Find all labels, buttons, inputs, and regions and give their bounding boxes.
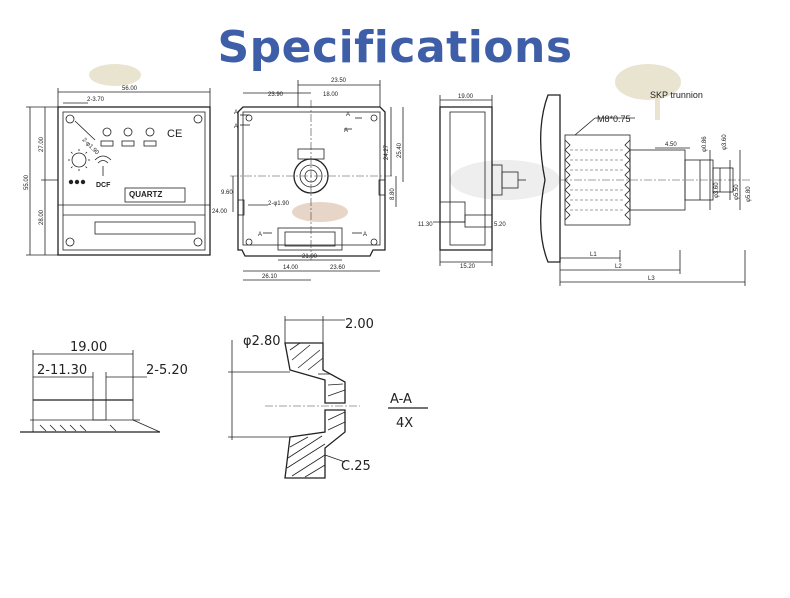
dim-label: 23.90 [268, 92, 284, 98]
section-mark: A [258, 232, 262, 238]
dim-label: 4.50 [665, 142, 677, 148]
dim-label: C.25 [341, 459, 371, 474]
shaft-view-dims: M8*0.75 SKP trunnion 4.50 φ0.86 φ3.60 φ3… [590, 90, 752, 282]
dim-label: 2-11.30 [37, 363, 87, 378]
shaft-view [540, 94, 750, 286]
dim-label: 14.00 [283, 265, 299, 271]
dim-label: 2.00 [345, 317, 374, 332]
dim-label: 2-φ1.90 [81, 137, 100, 156]
detail-section-view [228, 316, 428, 479]
back-view-dims: 23.50 23.90 18.00 24.27 25.40 9.60 24.00… [212, 78, 403, 280]
dim-label: 25.40 [397, 142, 403, 158]
dim-label: 15.20 [460, 264, 476, 270]
dim-label: 23.60 [330, 265, 346, 271]
dim-label: 11.30 [418, 222, 433, 228]
section-label: A-A [390, 392, 412, 407]
side-view-dims: 19.00 11.30 5.20 15.20 [418, 94, 506, 270]
detail-left-dims: 19.00 2-11.30 2-5.20 [37, 340, 188, 378]
section-mark: A [363, 232, 367, 238]
watermark-decoration [89, 64, 681, 222]
trunnion-label: SKP trunnion [650, 90, 703, 100]
dim-label: 56.00 [122, 86, 138, 92]
dim-label: φ2.80 [243, 334, 281, 349]
section-mark: A [344, 128, 348, 134]
dim-label: 21.00 [302, 254, 318, 260]
scale-label: 4X [396, 416, 413, 431]
dim-label: 26.10 [262, 274, 278, 280]
page-title: Specifications [217, 22, 573, 73]
dim-label: 28.00 [39, 209, 45, 225]
dim-label: 55.00 [24, 174, 30, 190]
dim-label: 5.20 [494, 222, 506, 228]
length-label: L3 [648, 276, 655, 282]
front-view: DCF QUARTZ CE [26, 88, 211, 256]
ce-mark: CE [167, 128, 182, 140]
detail-section-dims: φ2.80 2.00 C.25 A-A 4X [243, 317, 413, 474]
dim-label: 19.00 [458, 94, 474, 100]
dim-label: φ3.60 [722, 134, 728, 150]
dim-label: 2-3.70 [87, 97, 105, 103]
dim-label: 27.00 [39, 136, 45, 152]
side-view [433, 95, 526, 266]
length-label: L1 [590, 252, 597, 258]
section-mark: A [234, 110, 238, 116]
section-mark: A [346, 112, 350, 118]
dim-label: 8.80 [390, 188, 396, 200]
dim-label: φ5.80 [746, 186, 752, 202]
section-mark: A [234, 124, 238, 130]
length-label: L2 [615, 264, 622, 270]
dim-label: 9.60 [221, 190, 233, 196]
dim-label: 2-φ1.90 [268, 201, 290, 207]
back-view [230, 80, 404, 281]
dcf-label: DCF [96, 182, 111, 189]
dim-label: 18.00 [323, 92, 339, 98]
quartz-label: QUARTZ [129, 190, 162, 199]
dim-label: 23.50 [331, 78, 347, 84]
dim-label: 24.27 [384, 144, 390, 160]
dim-label: 19.00 [70, 340, 107, 355]
dim-label: φ3.60 [714, 182, 720, 198]
dim-label: φ0.86 [702, 136, 708, 152]
dim-label: 24.00 [212, 209, 228, 215]
dim-label: φ5.50 [734, 184, 740, 200]
thread-spec-label: M8*0.75 [597, 114, 631, 124]
detail-left-view [20, 350, 161, 433]
dim-label: 2-5.20 [146, 363, 188, 378]
